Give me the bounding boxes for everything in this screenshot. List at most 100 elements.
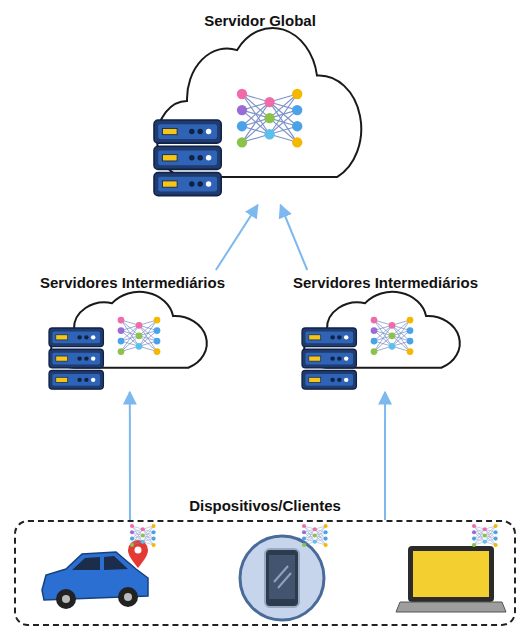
nn-node (324, 543, 328, 547)
nn-node (154, 317, 161, 324)
nn-node (154, 327, 161, 334)
server-led (77, 356, 81, 360)
node-illustration (16, 522, 514, 624)
laptop-screen (413, 551, 489, 597)
nn-node (472, 543, 476, 547)
phone-glare (278, 573, 291, 588)
nn-node (389, 322, 396, 329)
nn-link (242, 118, 270, 142)
server-led (337, 335, 341, 339)
server-led (91, 335, 95, 339)
nn-node (118, 348, 125, 355)
server-unit (154, 173, 221, 196)
server-led (344, 335, 348, 339)
server-led (197, 129, 202, 134)
nn-node (302, 537, 306, 541)
nn-node (407, 338, 414, 345)
server-panel (158, 124, 217, 139)
server-led (197, 181, 202, 186)
server-panel (158, 150, 217, 165)
nn-node (371, 327, 378, 334)
nn-node (136, 332, 143, 339)
nn-node (141, 533, 145, 537)
nn-node (264, 97, 274, 107)
neural-net-icon (371, 317, 414, 355)
nn-link (304, 535, 315, 544)
device-group: Dispositivos/Clientes (14, 520, 516, 626)
phone-screen (269, 555, 295, 599)
nn-node (313, 527, 317, 531)
nn-link (315, 532, 326, 541)
nn-node (152, 543, 156, 547)
nn-node (494, 524, 498, 528)
nn-node (292, 89, 302, 99)
nn-node (152, 537, 156, 541)
server-unit (302, 328, 356, 347)
nn-node (371, 348, 378, 355)
laptop-icon (396, 546, 506, 612)
server-slot (162, 128, 177, 134)
server-led (337, 356, 341, 360)
nn-link (132, 535, 143, 544)
nn-node (136, 343, 143, 350)
car-wheel (118, 587, 138, 607)
server-label: Servidores Intermediários (274, 270, 497, 292)
nn-link (374, 336, 392, 352)
location-pin (128, 540, 148, 568)
phone-body (265, 549, 299, 607)
server-unit (302, 349, 356, 368)
server-slot (56, 335, 68, 340)
server-stack (49, 328, 103, 389)
server-panel (52, 353, 100, 365)
server-unit (154, 146, 221, 169)
server-led (77, 335, 81, 339)
neural-net-icon (472, 524, 498, 547)
server-led (330, 335, 334, 339)
cloud-server-node: Servidores Intermediários (274, 270, 497, 392)
nn-link (143, 532, 154, 541)
server-led (330, 378, 334, 382)
nn-node (472, 537, 476, 541)
car-icon (42, 540, 148, 609)
server-led (189, 129, 194, 134)
nn-node (237, 105, 247, 115)
nn-node (302, 530, 306, 534)
server-slot (309, 335, 321, 340)
car-wheel (56, 589, 76, 609)
nn-node (264, 129, 274, 139)
nn-node (237, 121, 247, 131)
server-label: Servidor Global (146, 8, 374, 30)
nn-node (494, 537, 498, 541)
car-hub (62, 595, 70, 603)
laptop-lid (408, 546, 494, 602)
server-slot (162, 181, 177, 187)
location-pin-dot (135, 547, 142, 554)
server-label: Servidores Intermediários (21, 270, 244, 292)
connector-arrow (216, 205, 258, 270)
server-panel (305, 374, 353, 386)
cloud-server-node: Servidor Global (146, 8, 374, 205)
nn-node (483, 527, 487, 531)
nn-node (483, 540, 487, 544)
server-panel (305, 353, 353, 365)
nn-node (472, 524, 476, 528)
neural-net-icon (118, 317, 161, 355)
node-illustration (146, 8, 374, 205)
server-led (197, 155, 202, 160)
server-led (344, 378, 348, 382)
neural-net-icon (237, 89, 303, 148)
server-led (77, 378, 81, 382)
nn-node (313, 533, 317, 537)
nn-node (237, 89, 247, 99)
car-hub (124, 593, 132, 601)
cloud-outline (157, 28, 361, 177)
nn-node (118, 327, 125, 334)
nn-link (121, 336, 139, 352)
nn-node (154, 338, 161, 345)
nn-node (136, 322, 143, 329)
cloud-server-node: Servidores Intermediários (21, 270, 244, 392)
server-led (344, 356, 348, 360)
car-window (72, 556, 128, 570)
server-unit (49, 371, 103, 390)
